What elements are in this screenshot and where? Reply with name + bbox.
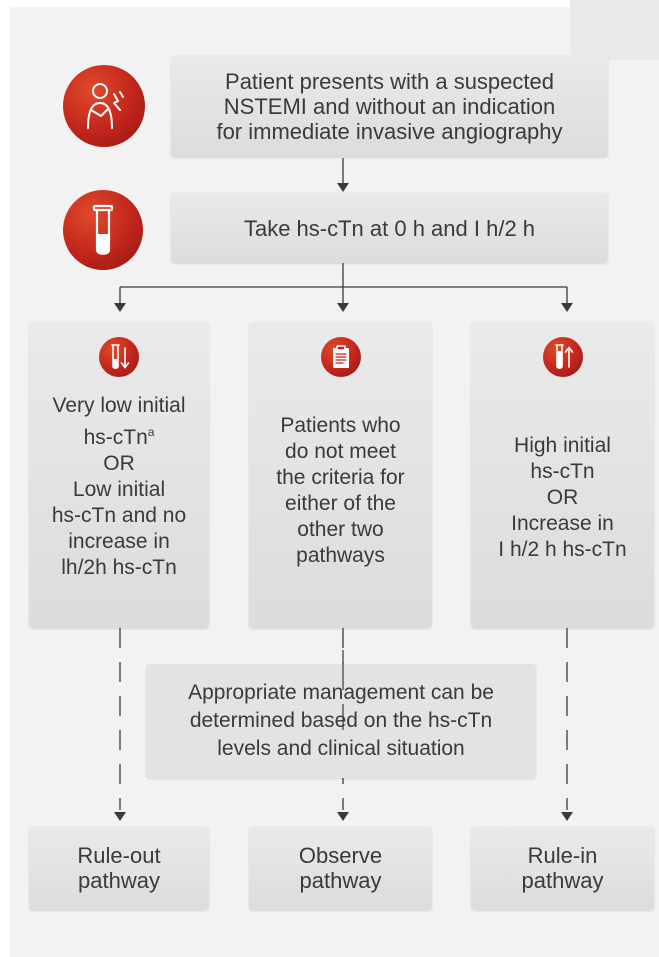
- criteria-box-low: Very low initial hs-cTna OR Low initial …: [29, 322, 209, 628]
- arrowhead-outcome-right: [561, 812, 573, 821]
- rule-out-line-2: pathway: [78, 868, 160, 893]
- management-line-1: Appropriate management can be: [188, 681, 494, 704]
- outcome-observe: Observe pathway: [249, 826, 432, 910]
- footnote-marker: a: [147, 425, 155, 439]
- observe-line-5: other two: [297, 518, 384, 541]
- observe-line-6: pathways: [296, 544, 385, 567]
- low-line-2: hs-cTna: [84, 419, 155, 451]
- low-line-4: Low initial: [72, 478, 166, 501]
- high-line-1: High initial: [514, 434, 611, 457]
- high-line-5: I h/2 h hs-cTn: [498, 538, 627, 561]
- start-line-2: NSTEMI and without an indication: [223, 93, 556, 119]
- arrowhead-test: [337, 183, 349, 192]
- high-line-2: hs-cTn: [530, 460, 595, 483]
- test-tube-down-arrow-icon: [99, 337, 139, 377]
- arrowhead-middle: [337, 303, 349, 312]
- low-line-5: hs-cTn and no: [51, 504, 187, 527]
- observe-line-4: either of the: [285, 492, 396, 515]
- outcome-rule-out: Rule-out pathway: [29, 826, 209, 910]
- outcome-rule-in: Rule-in pathway: [471, 826, 654, 910]
- arrowhead-right: [561, 303, 573, 312]
- management-line-2: determined based on the hs-cTn: [189, 709, 493, 732]
- high-line-4: Increase in: [511, 512, 614, 535]
- test-box: Take hs-cTn at 0 h and I h/2 h: [171, 193, 608, 263]
- clipboard-icon: [320, 337, 361, 377]
- observe-line-3: the criteria for: [276, 466, 405, 489]
- rule-in-line-1: Rule-in: [527, 843, 598, 868]
- high-line-3: OR: [546, 486, 579, 509]
- rule-in-line-2: pathway: [521, 868, 604, 893]
- management-line-3: levels and clinical situation: [217, 737, 465, 760]
- corner-accent: [570, 0, 659, 60]
- start-line-1: Patient presents with a suspected: [225, 68, 554, 94]
- low-line-3: OR: [103, 452, 135, 475]
- test-label: Take hs-cTn at 0 h and I h/2 h: [243, 215, 536, 241]
- arrowhead-outcome-left: [114, 812, 126, 821]
- test-tube-up-arrow-icon: [542, 337, 583, 377]
- patient-chest-pain-icon: [63, 65, 145, 147]
- criteria-box-observe: Patients who do not meet the criteria fo…: [249, 322, 432, 628]
- observe-line-2: do not meet: [285, 440, 396, 463]
- blood-test-tube-icon: [63, 190, 143, 270]
- start-box: Patient presents with a suspected NSTEMI…: [171, 55, 608, 157]
- arrowhead-left: [114, 303, 126, 312]
- observe-out-line-2: pathway: [299, 868, 382, 893]
- observe-line-1: Patients who: [280, 414, 401, 437]
- observe-out-line-1: Observe: [298, 843, 383, 868]
- low-line-2-text: hs-cTn: [83, 426, 148, 449]
- low-line-7: lh/2h hs-cTn: [61, 556, 177, 579]
- rule-out-line-1: Rule-out: [77, 843, 161, 868]
- start-line-3: for immediate invasive angiography: [216, 118, 563, 144]
- arrowhead-outcome-middle: [337, 812, 349, 821]
- criteria-box-high: High initial hs-cTn OR Increase in I h/2…: [471, 322, 654, 628]
- low-line-6: increase in: [68, 530, 170, 553]
- management-box: Appropriate management can be determined…: [146, 664, 536, 778]
- low-line-1: Very low initial: [52, 394, 186, 417]
